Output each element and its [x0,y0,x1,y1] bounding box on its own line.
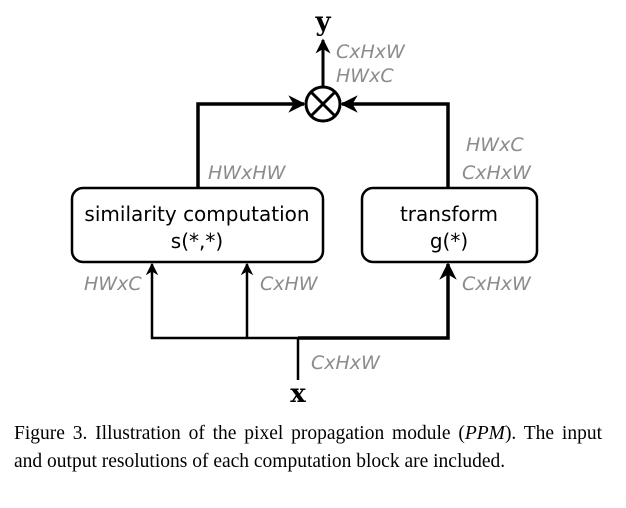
transform-block-function: g(*) [430,229,468,253]
caption-prefix: Figure 3. Illustration of the pixel prop… [14,423,465,444]
transform-to-operator-line [340,95,450,187]
caption-abbrev: PPM [464,423,505,444]
similarity-output-dim: HWxHW [208,162,287,184]
input-dim: CxHxW [311,352,381,374]
similarity-block-function: s(*,*) [171,229,223,253]
similarity-computation-block: similarity computation s(*,*) [70,186,325,264]
ppm-diagram: y CxHxW HWxC HWxHW HWxC CxHxW similarity… [70,7,539,409]
similarity-to-operator-line [196,95,306,187]
input-variable-x: x [290,379,306,409]
transform-block-title: transform [400,202,498,226]
similarity-input-dim-left: HWxC [84,273,142,295]
output-dim-1: CxHxW [336,41,406,63]
figure-caption: Figure 3. Illustration of the pixel prop… [14,420,602,476]
transform-output-dim-2: CxHxW [462,162,532,184]
input-to-similarity-left-line [145,262,298,340]
transform-output-dim-1: HWxC [466,134,524,156]
caption-suffix: ). The input and output resolutions of e… [14,423,602,472]
similarity-block-title: similarity computation [84,202,309,226]
input-to-transform-line [298,262,457,340]
multiply-operator-icon [304,85,342,123]
output-dim-2: HWxC [336,65,394,87]
output-variable-y: y [314,7,331,37]
transform-input-dim: CxHxW [462,273,532,295]
similarity-input-dim-right: CxHW [260,273,319,295]
transform-block: transform g(*) [360,186,539,264]
